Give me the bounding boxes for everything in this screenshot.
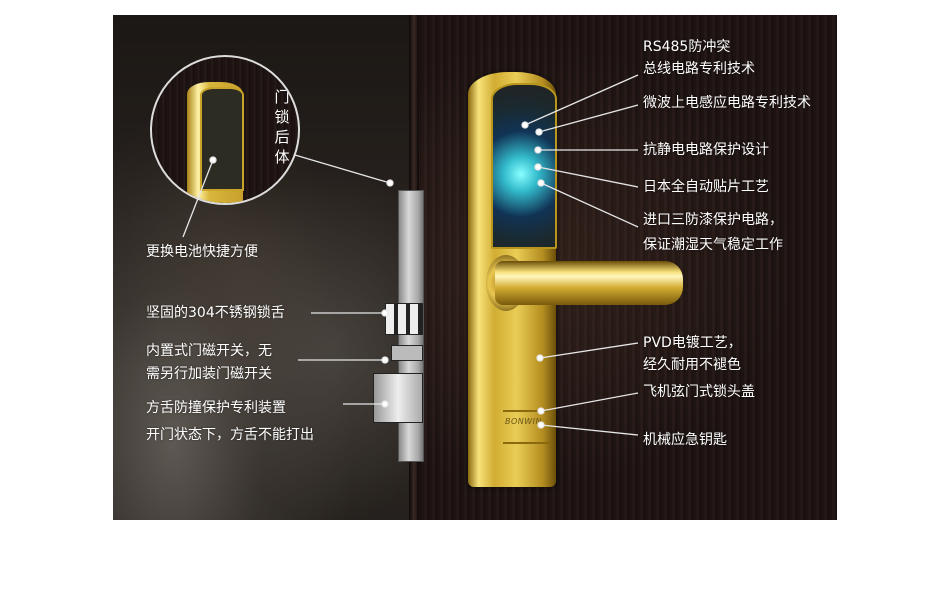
latch-bolt [385,303,423,335]
callout-rs485: RS485防冲突 总线电路专利技术 [643,39,755,77]
callout-latch: 坚固的304不锈钢锁舌 [146,305,285,321]
key-cover [503,410,551,444]
callout-coating: 进口三防漆保护电路， 保证潮湿天气稳定工作 [643,212,783,253]
rear-body-battery-cover [200,87,244,191]
rear-body-inset: 门 锁 后 体 [150,55,300,205]
callout-key: 机械应急钥匙 [643,432,727,448]
inset-label: 门 锁 后 体 [274,88,290,166]
lever-handle [495,261,683,305]
callout-magnetic-switch: 内置式门磁开关，无 需另行加装门磁开关 [146,343,272,382]
circuit-window [491,83,557,249]
callout-cover: 飞机弦门式锁头盖 [643,384,755,400]
magnetic-switch [391,345,423,361]
deadbolt [373,373,423,423]
callout-battery: 更换电池快捷方便 [146,244,258,260]
callout-deadbolt: 方舌防撞保护专利装置 开门状态下，方舌不能打出 [146,400,314,443]
callout-antistatic: 抗静电电路保护设计 [643,142,769,158]
callout-pvd: PVD电镀工艺， 经久耐用不褪色 [643,335,742,373]
product-image: BONWIN 门 锁 后 体 更换电池快捷方便 [113,15,837,520]
brand-mark: BONWIN [505,417,543,426]
callout-microwave: 微波上电感应电路专利技术 [643,95,811,111]
callout-smt: 日本全自动贴片工艺 [643,179,769,195]
